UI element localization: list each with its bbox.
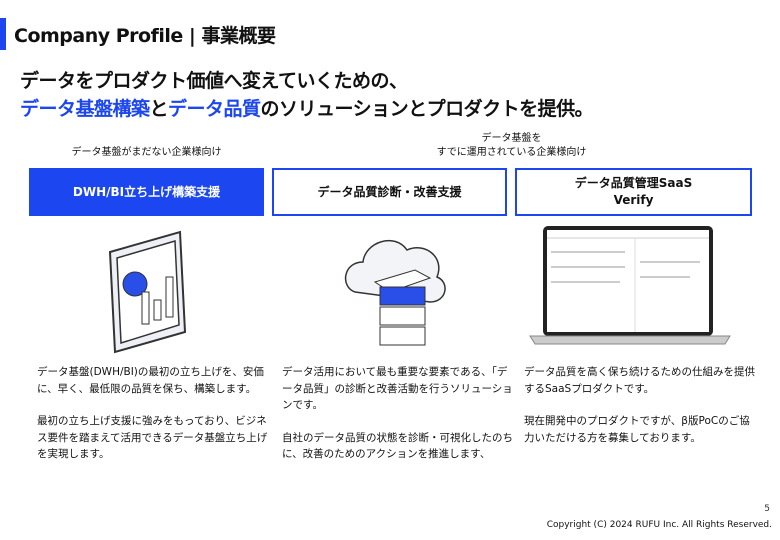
target-right-line1: データ基盤を: [481, 133, 542, 144]
description-paragraph: 現在開発中のプロダクトですが、β版PoCのご協力いただける方を募集しております。: [524, 415, 750, 444]
headline-text: と: [149, 98, 169, 120]
service-verify-description: データ品質を高く保ち続けるための仕組みを提供するSaaSプロダクトです。現在開発…: [524, 364, 759, 462]
page-title: Company Profile | 事業概要: [14, 25, 276, 47]
copyright: Copyright (C) 2024 RUFU Inc. All Rights …: [546, 520, 772, 530]
description-paragraph: 自社のデータ品質の状態を診断・可視化したのちに、改善のためのアクションを推進しま…: [282, 431, 513, 461]
page-number: 5: [764, 504, 770, 514]
service-data-quality: データ品質診断・改善支援: [272, 168, 507, 216]
laptop-screenshot-illustration: [529, 226, 731, 345]
target-right-line2: すでに運用されている企業様向け: [436, 147, 587, 158]
service-dwh-bi: DWH/BI立ち上げ構築支援: [29, 168, 264, 216]
target-right: データ基盤をすでに運用されている企業様向け: [272, 132, 751, 160]
service-verify: データ品質管理SaaS Verify: [515, 168, 752, 216]
service-dwh-bi-description: データ基盤(DWH/BI)の最初の立ち上げを、安価に、早く、最低限の品質を保ち、…: [37, 364, 272, 479]
headline-highlight-1: データ基盤構築: [20, 98, 150, 120]
title-accent-bar: [0, 18, 6, 50]
cloud-server-illustration: [344, 239, 446, 346]
dashboard-illustration: [108, 230, 187, 354]
description-paragraph: データ活用において最も重要な要素である、「データ品質」の診断と改善活動を行うソリ…: [282, 366, 513, 411]
description-paragraph: 最初の立ち上げ支援に強みをもっており、ビジネス要件を踏まえて活用できるデータ基盤…: [37, 415, 268, 460]
headline-line-2: データ基盤構築とデータ品質のソリューションとプロダクトを提供。: [20, 94, 594, 121]
headline-text: のソリューションとプロダクトを提供。: [260, 98, 594, 120]
service-verify-line1: データ品質管理SaaS: [574, 176, 693, 190]
service-data-quality-description: データ活用において最も重要な要素である、「データ品質」の診断と改善活動を行うソリ…: [282, 364, 517, 479]
service-verify-line2: Verify: [613, 193, 654, 207]
headline-line-1: データをプロダクト価値へ変えていくための、: [20, 70, 408, 92]
description-paragraph: データ品質を高く保ち続けるための仕組みを提供するSaaSプロダクトです。: [524, 366, 755, 395]
description-paragraph: データ基盤(DWH/BI)の最初の立ち上げを、安価に、早く、最低限の品質を保ち、…: [37, 366, 264, 395]
target-left: データ基盤がまだない企業様向け: [71, 147, 222, 158]
headline-highlight-2: データ品質: [168, 98, 261, 120]
